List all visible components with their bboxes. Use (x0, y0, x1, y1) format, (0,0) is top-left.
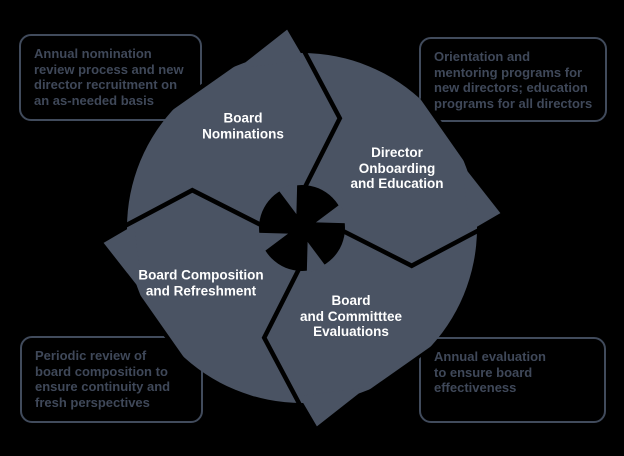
segment-gap-bottom (261, 256, 307, 408)
segment-gap-top (297, 48, 343, 200)
callout-top-left-text: Annual nomination review process and new… (34, 46, 184, 108)
callout-top-right-text: Orientation and mentoring programs for n… (434, 49, 593, 111)
hub-notch (306, 241, 327, 274)
arrowhead-underside-sliver (419, 97, 465, 163)
arrowhead-underside-sliver (139, 293, 185, 359)
arrow-tip-left (103, 225, 143, 293)
arrowhead-underside-sliver (367, 345, 433, 391)
hub-notch (315, 203, 348, 224)
callout-bottom-right: Annual evaluation to ensure board effect… (419, 337, 606, 423)
callout-bottom-right-text: Annual evaluation to ensure board effect… (434, 349, 546, 395)
center-hub (259, 185, 345, 271)
callout-top-left: Annual nomination review process and new… (19, 34, 202, 121)
arrow-tip-right (461, 163, 501, 231)
segment-label-board-composition-and-refreshment: Board Composition and Refreshment (138, 267, 264, 299)
hub-notch (277, 182, 298, 215)
hub-notch (256, 232, 289, 253)
segment-label-board-and-committee-evaluations: Board and Committtee Evaluations (299, 292, 403, 339)
segment-gap-left (122, 187, 274, 233)
arrowhead-underside-sliver (171, 65, 237, 111)
callout-top-right: Orientation and mentoring programs for n… (419, 37, 607, 122)
arrow-tip-top (237, 29, 305, 69)
segment-label-director-onboarding-and-education: Director Onboarding and Education (350, 144, 444, 191)
segment-label-board-nominations: Board Nominations (202, 110, 284, 142)
arrow-tip-bottom (299, 387, 367, 427)
segment-gap-right (330, 223, 482, 269)
callout-bottom-left-text: Periodic review of board composition to … (35, 348, 171, 410)
callout-bottom-left: Periodic review of board composition to … (20, 336, 203, 423)
